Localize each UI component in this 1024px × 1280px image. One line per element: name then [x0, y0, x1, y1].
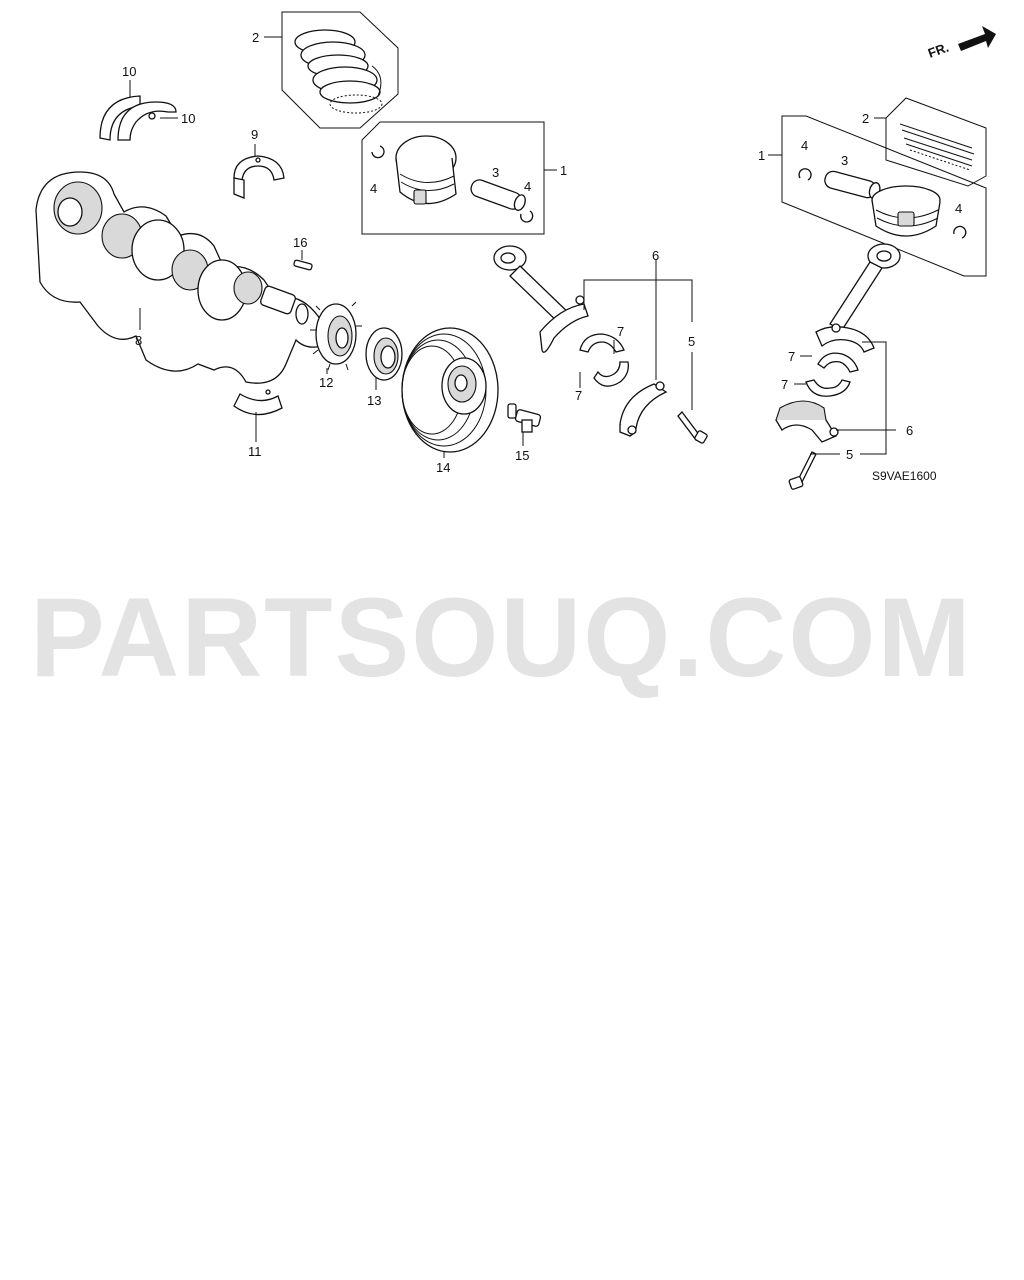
front-indicator-label: FR.: [926, 40, 951, 61]
callout-7-d: 7: [781, 377, 788, 392]
callout-9: 9: [251, 127, 258, 142]
thrust-washer-10b[interactable]: [117, 101, 177, 141]
callout-2-top: 2: [252, 30, 259, 45]
callout-15: 15: [515, 448, 529, 463]
oil-seal[interactable]: [365, 327, 403, 381]
callout-7-c: 7: [788, 349, 795, 364]
rod-cap-right[interactable]: [775, 400, 839, 443]
main-bearing-upper[interactable]: [233, 155, 285, 199]
thrust-washer-10a[interactable]: [99, 95, 141, 141]
callout-4-b: 4: [524, 179, 531, 194]
diagram-code: S9VAE1600: [872, 469, 937, 483]
connecting-rod-right[interactable]: [815, 243, 901, 353]
callout-7-a: 7: [617, 324, 624, 339]
rod-bolt-left[interactable]: [677, 411, 708, 444]
callout-3-right: 3: [841, 153, 848, 168]
rod-cap-left[interactable]: [619, 381, 668, 438]
front-arrow-icon: FR.: [926, 26, 996, 61]
callout-4-c: 4: [801, 138, 808, 153]
callout-1-right: 1: [758, 148, 765, 163]
piston-assembly-right[interactable]: [781, 115, 987, 277]
callout-10-b: 10: [181, 111, 195, 126]
connecting-rod-left[interactable]: [493, 245, 589, 353]
callout-1-left: 1: [560, 163, 567, 178]
rod-bolt-right[interactable]: [788, 451, 817, 490]
callout-14: 14: [436, 460, 450, 475]
crankshaft[interactable]: [35, 171, 329, 384]
pulley-bolt[interactable]: [507, 403, 542, 433]
callout-5-right: 5: [846, 447, 853, 462]
callout-16: 16: [293, 235, 307, 250]
callout-4-d: 4: [955, 201, 962, 216]
rod-bearing-lower-right[interactable]: [805, 379, 851, 397]
rod-bearing-lower-left[interactable]: [593, 361, 629, 387]
callout-2-right: 2: [862, 111, 869, 126]
watermark-text: PARTSOUQ.COM: [30, 575, 973, 700]
rod-bearing-upper-right[interactable]: [817, 352, 859, 373]
main-bearing-lower[interactable]: [233, 389, 283, 416]
callout-5-left: 5: [688, 334, 695, 349]
woodruff-key[interactable]: [293, 259, 313, 271]
callout-6-right: 6: [906, 423, 913, 438]
callout-12: 12: [319, 375, 333, 390]
callout-8: 8: [135, 333, 142, 348]
piston-assembly-left[interactable]: [361, 121, 545, 235]
callout-7-b: 7: [575, 388, 582, 403]
crank-pulley[interactable]: [401, 327, 499, 453]
piston-ring-set-right[interactable]: [885, 97, 987, 187]
callout-11: 11: [248, 444, 262, 459]
callout-6-left: 6: [652, 248, 659, 263]
callout-10-a: 10: [122, 64, 136, 79]
rod-bearing-upper-left[interactable]: [579, 333, 625, 353]
callout-13: 13: [367, 393, 381, 408]
crank-sprocket[interactable]: [310, 301, 362, 371]
callout-3-left: 3: [492, 165, 499, 180]
callout-4-a: 4: [370, 181, 377, 196]
piston-ring-set-top[interactable]: [281, 11, 399, 129]
